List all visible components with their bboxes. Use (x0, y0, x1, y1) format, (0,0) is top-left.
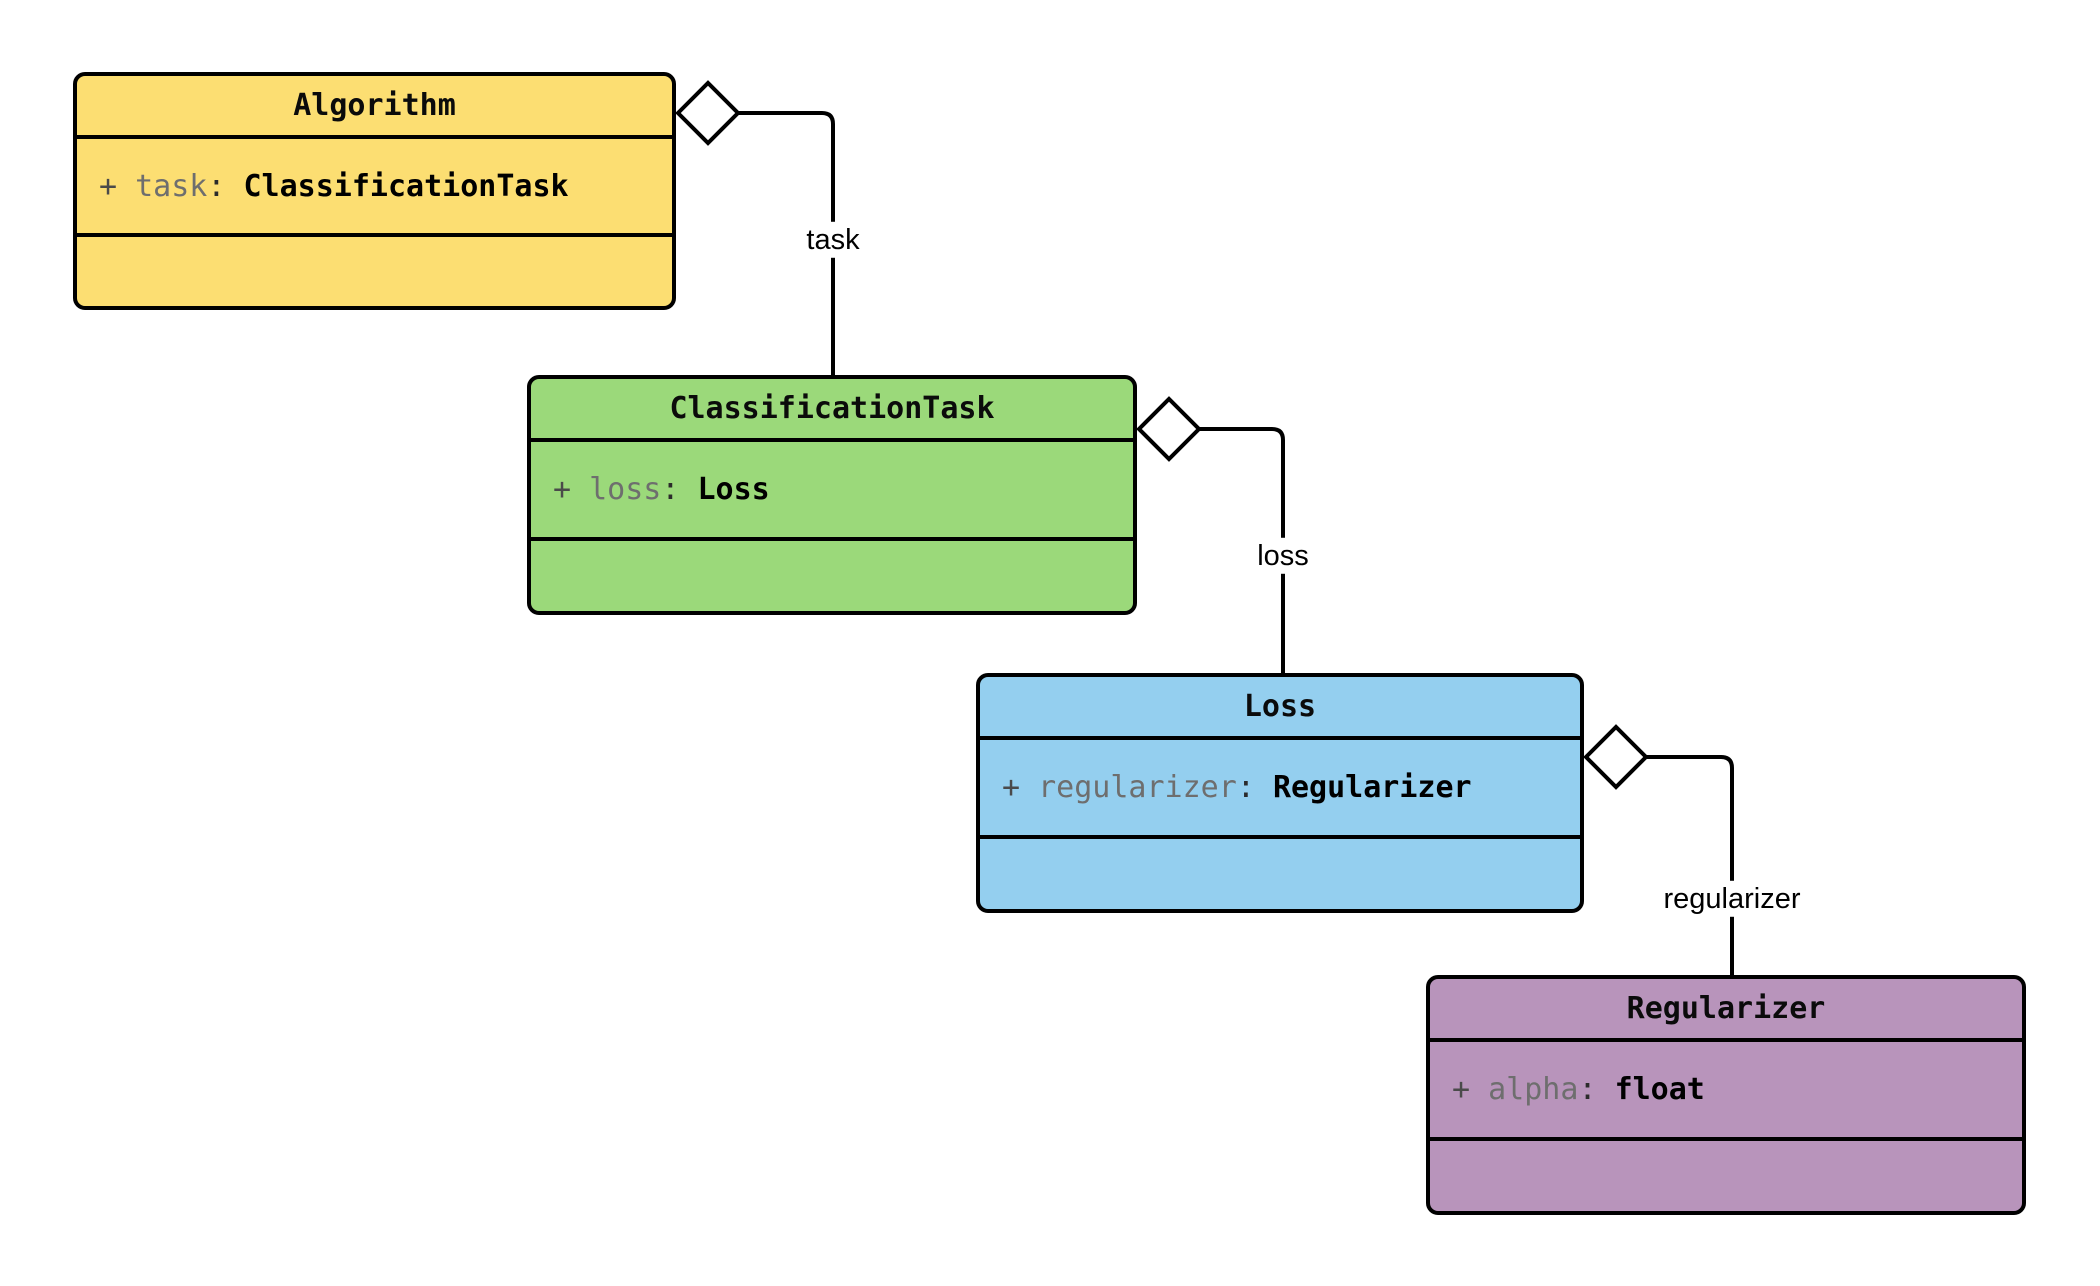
uml-methods-algorithm (77, 237, 672, 306)
attribute-type-spacer (1255, 770, 1273, 805)
edge-label-regularizer: regularizer (1656, 880, 1808, 918)
uml-attributes-regularizer: + alpha: float (1430, 1042, 2022, 1141)
uml-class-title-regularizer: Regularizer (1430, 979, 2022, 1042)
attribute-name (1020, 770, 1038, 805)
attribute-name-text: alpha (1488, 1072, 1579, 1107)
attribute-separator: : (207, 168, 226, 204)
uml-class-loss[interactable]: Loss + regularizer: Regularizer (976, 673, 1584, 913)
attribute-type: Loss (697, 472, 770, 507)
attribute-visibility: + (1002, 770, 1021, 805)
attribute-visibility: + (1452, 1072, 1471, 1107)
attribute-visibility: + (553, 472, 572, 507)
attribute-row: + alpha: float (1452, 1073, 1705, 1106)
uml-attributes-classification-task: + loss: Loss (531, 442, 1133, 541)
attribute-separator: : (1578, 1072, 1597, 1107)
attribute-name-text: regularizer (1038, 770, 1237, 805)
attribute-row: + loss: Loss (553, 473, 770, 506)
uml-class-regularizer[interactable]: Regularizer + alpha: float (1426, 975, 2026, 1215)
uml-class-algorithm[interactable]: Algorithm + task: ClassificationTask (73, 72, 676, 310)
attribute-name (571, 472, 589, 507)
edge-path-loss-regularizer (1646, 755, 1734, 975)
uml-methods-regularizer (1430, 1141, 2022, 1211)
edge-label-task: task (799, 221, 867, 259)
attribute-name (117, 169, 135, 204)
edge-label-loss: loss (1250, 537, 1316, 575)
attribute-name-text: task (135, 168, 208, 204)
uml-class-title-loss: Loss (980, 677, 1580, 740)
attribute-separator: : (661, 472, 680, 507)
attribute-name (1470, 1072, 1488, 1107)
relation-loss-regularizer[interactable] (1583, 724, 1734, 975)
uml-class-classification-task[interactable]: ClassificationTask + loss: Loss (527, 375, 1137, 615)
attribute-type: Regularizer (1272, 770, 1472, 805)
uml-attributes-loss: + regularizer: Regularizer (980, 740, 1580, 839)
attribute-separator: : (1236, 770, 1255, 805)
uml-class-title-classification-task: ClassificationTask (531, 379, 1133, 442)
aggregation-diamond-loss (1583, 724, 1649, 790)
attribute-type-spacer (225, 169, 243, 204)
attribute-visibility: + (99, 168, 118, 204)
uml-class-title-algorithm: Algorithm (77, 76, 672, 139)
attribute-type: float (1614, 1072, 1705, 1107)
attribute-type-spacer (1597, 1072, 1615, 1107)
attribute-type-spacer (679, 472, 697, 507)
uml-methods-loss (980, 839, 1580, 909)
attribute-row: + task: ClassificationTask (99, 170, 569, 203)
relation-classificationtask-loss[interactable] (1136, 396, 1285, 673)
aggregation-diamond-algorithm (675, 80, 741, 146)
uml-methods-classification-task (531, 541, 1133, 611)
attribute-row: + regularizer: Regularizer (1002, 771, 1472, 804)
uml-attributes-algorithm: + task: ClassificationTask (77, 139, 672, 237)
aggregation-diamond-classificationtask (1136, 396, 1202, 462)
attribute-type: ClassificationTask (243, 168, 569, 204)
attribute-name-text: loss (589, 472, 662, 507)
